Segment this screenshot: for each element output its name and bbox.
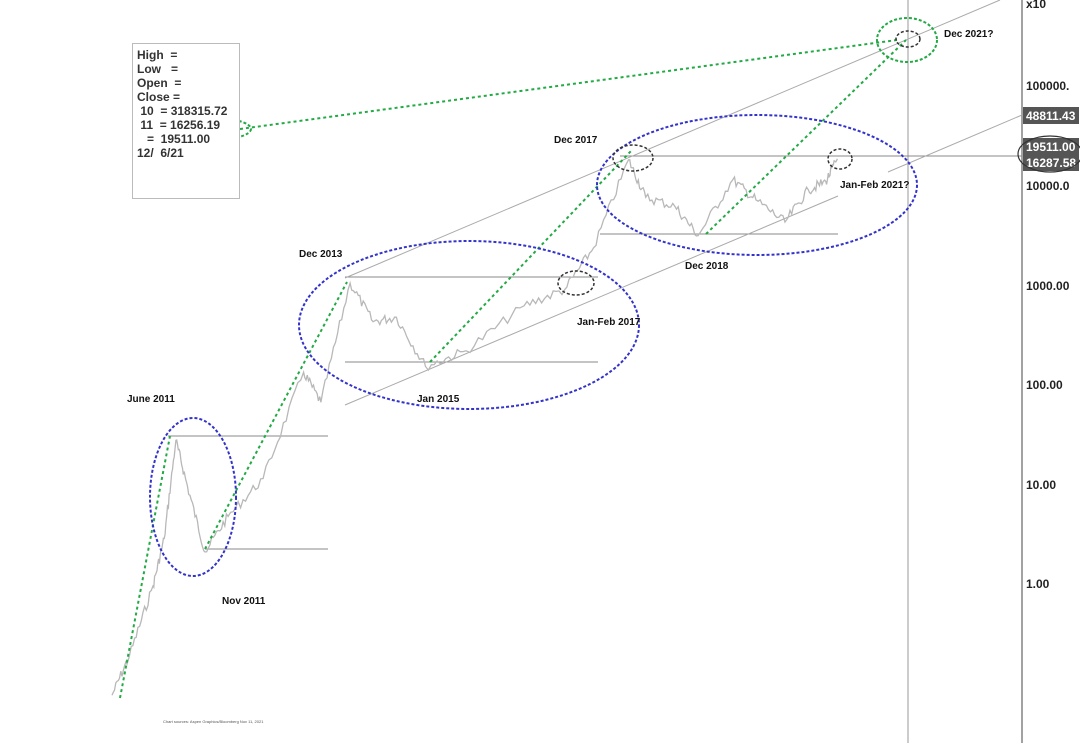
annotation-jan-feb-2021: Jan-Feb 2021? bbox=[840, 180, 909, 191]
y-tick-label: 10000.0 bbox=[1026, 179, 1070, 193]
circle-2017-early bbox=[557, 270, 595, 296]
annotation-dec-2017: Dec 2017 bbox=[554, 135, 598, 146]
info-line-11: 11 = 16256.19 bbox=[137, 118, 221, 132]
info-line-value: = 19511.00 bbox=[137, 132, 211, 146]
annotation-dec-2018: Dec 2018 bbox=[685, 261, 729, 272]
source-note: Chart sources: Aspen Graphics/Bloomberg … bbox=[163, 719, 264, 724]
ellipse-2017-2021-cycle bbox=[596, 114, 918, 256]
price-tag-bg bbox=[1023, 107, 1079, 124]
y-tick-label: 100000. bbox=[1026, 79, 1069, 93]
price-tag-16287: 16287.58 bbox=[1026, 156, 1076, 170]
y-tick-label: 100.00 bbox=[1026, 378, 1063, 392]
annotations: June 2011 Nov 2011 Dec 2013 Jan 2015 Jan… bbox=[127, 29, 993, 607]
y-axis-multiplier: x10 bbox=[1026, 0, 1046, 11]
annotation-jan-feb-2017: Jan-Feb 2017 bbox=[577, 317, 641, 328]
upper-trend-line bbox=[344, 0, 1001, 279]
info-box: High = Low = Open = Close = 10 = 318315.… bbox=[132, 43, 240, 199]
y-tick-label: 10.00 bbox=[1026, 478, 1056, 492]
ellipse-2011-cycle bbox=[149, 417, 237, 577]
target-circle-2021 bbox=[876, 17, 938, 63]
projection-2010-2011 bbox=[119, 435, 171, 699]
annotation-nov-2011: Nov 2011 bbox=[222, 596, 266, 607]
price-tag-circle bbox=[1017, 135, 1080, 173]
annotation-june-2011: June 2011 bbox=[127, 394, 175, 405]
info-line-10: 10 = 318315.72 bbox=[137, 104, 228, 118]
price-tag-48811: 48811.43 bbox=[1026, 109, 1076, 123]
price-tags: 48811.43 19511.00 16287.58 bbox=[1017, 107, 1080, 173]
info-line-open: Open = bbox=[137, 76, 182, 90]
price-series-line bbox=[111, 158, 838, 696]
ellipse-2013-2017-cycle bbox=[298, 240, 640, 410]
lower-trend-extension bbox=[887, 114, 1023, 173]
horizontal-guides bbox=[168, 155, 1022, 550]
price-tag-19511: 19511.00 bbox=[1026, 140, 1076, 154]
circle-2021-target bbox=[895, 30, 921, 48]
dark-circles bbox=[557, 30, 921, 296]
y-tick-label: 1000.00 bbox=[1026, 279, 1070, 293]
lower-trend-line bbox=[344, 195, 839, 406]
projection-to-infobox bbox=[239, 39, 898, 130]
annotation-dec-2021: Dec 2021? bbox=[944, 29, 993, 40]
annotation-jan-2015: Jan 2015 bbox=[417, 394, 460, 405]
projection-2011-2013 bbox=[204, 281, 348, 550]
info-line-close: Close = bbox=[137, 90, 181, 104]
y-axis-ticks: x10 100000. 10000.0 1000.00 100.00 10.00… bbox=[1026, 0, 1070, 591]
annotation-dec-2013: Dec 2013 bbox=[299, 249, 343, 260]
circle-2017-peak bbox=[612, 144, 654, 172]
info-line-high: High = bbox=[137, 48, 178, 62]
blue-ellipses bbox=[149, 114, 918, 577]
y-tick-label: 1.00 bbox=[1026, 577, 1050, 591]
info-line-low: Low = bbox=[137, 62, 179, 76]
trend-channel bbox=[344, 0, 1023, 406]
projection-2018-2021 bbox=[705, 39, 907, 235]
projection-2015-2017 bbox=[429, 149, 633, 363]
info-line-date: 12/ 6/21 bbox=[137, 146, 184, 160]
price-tag-bg bbox=[1023, 138, 1079, 171]
green-projections bbox=[119, 39, 907, 699]
circle-2021-early bbox=[827, 148, 853, 170]
